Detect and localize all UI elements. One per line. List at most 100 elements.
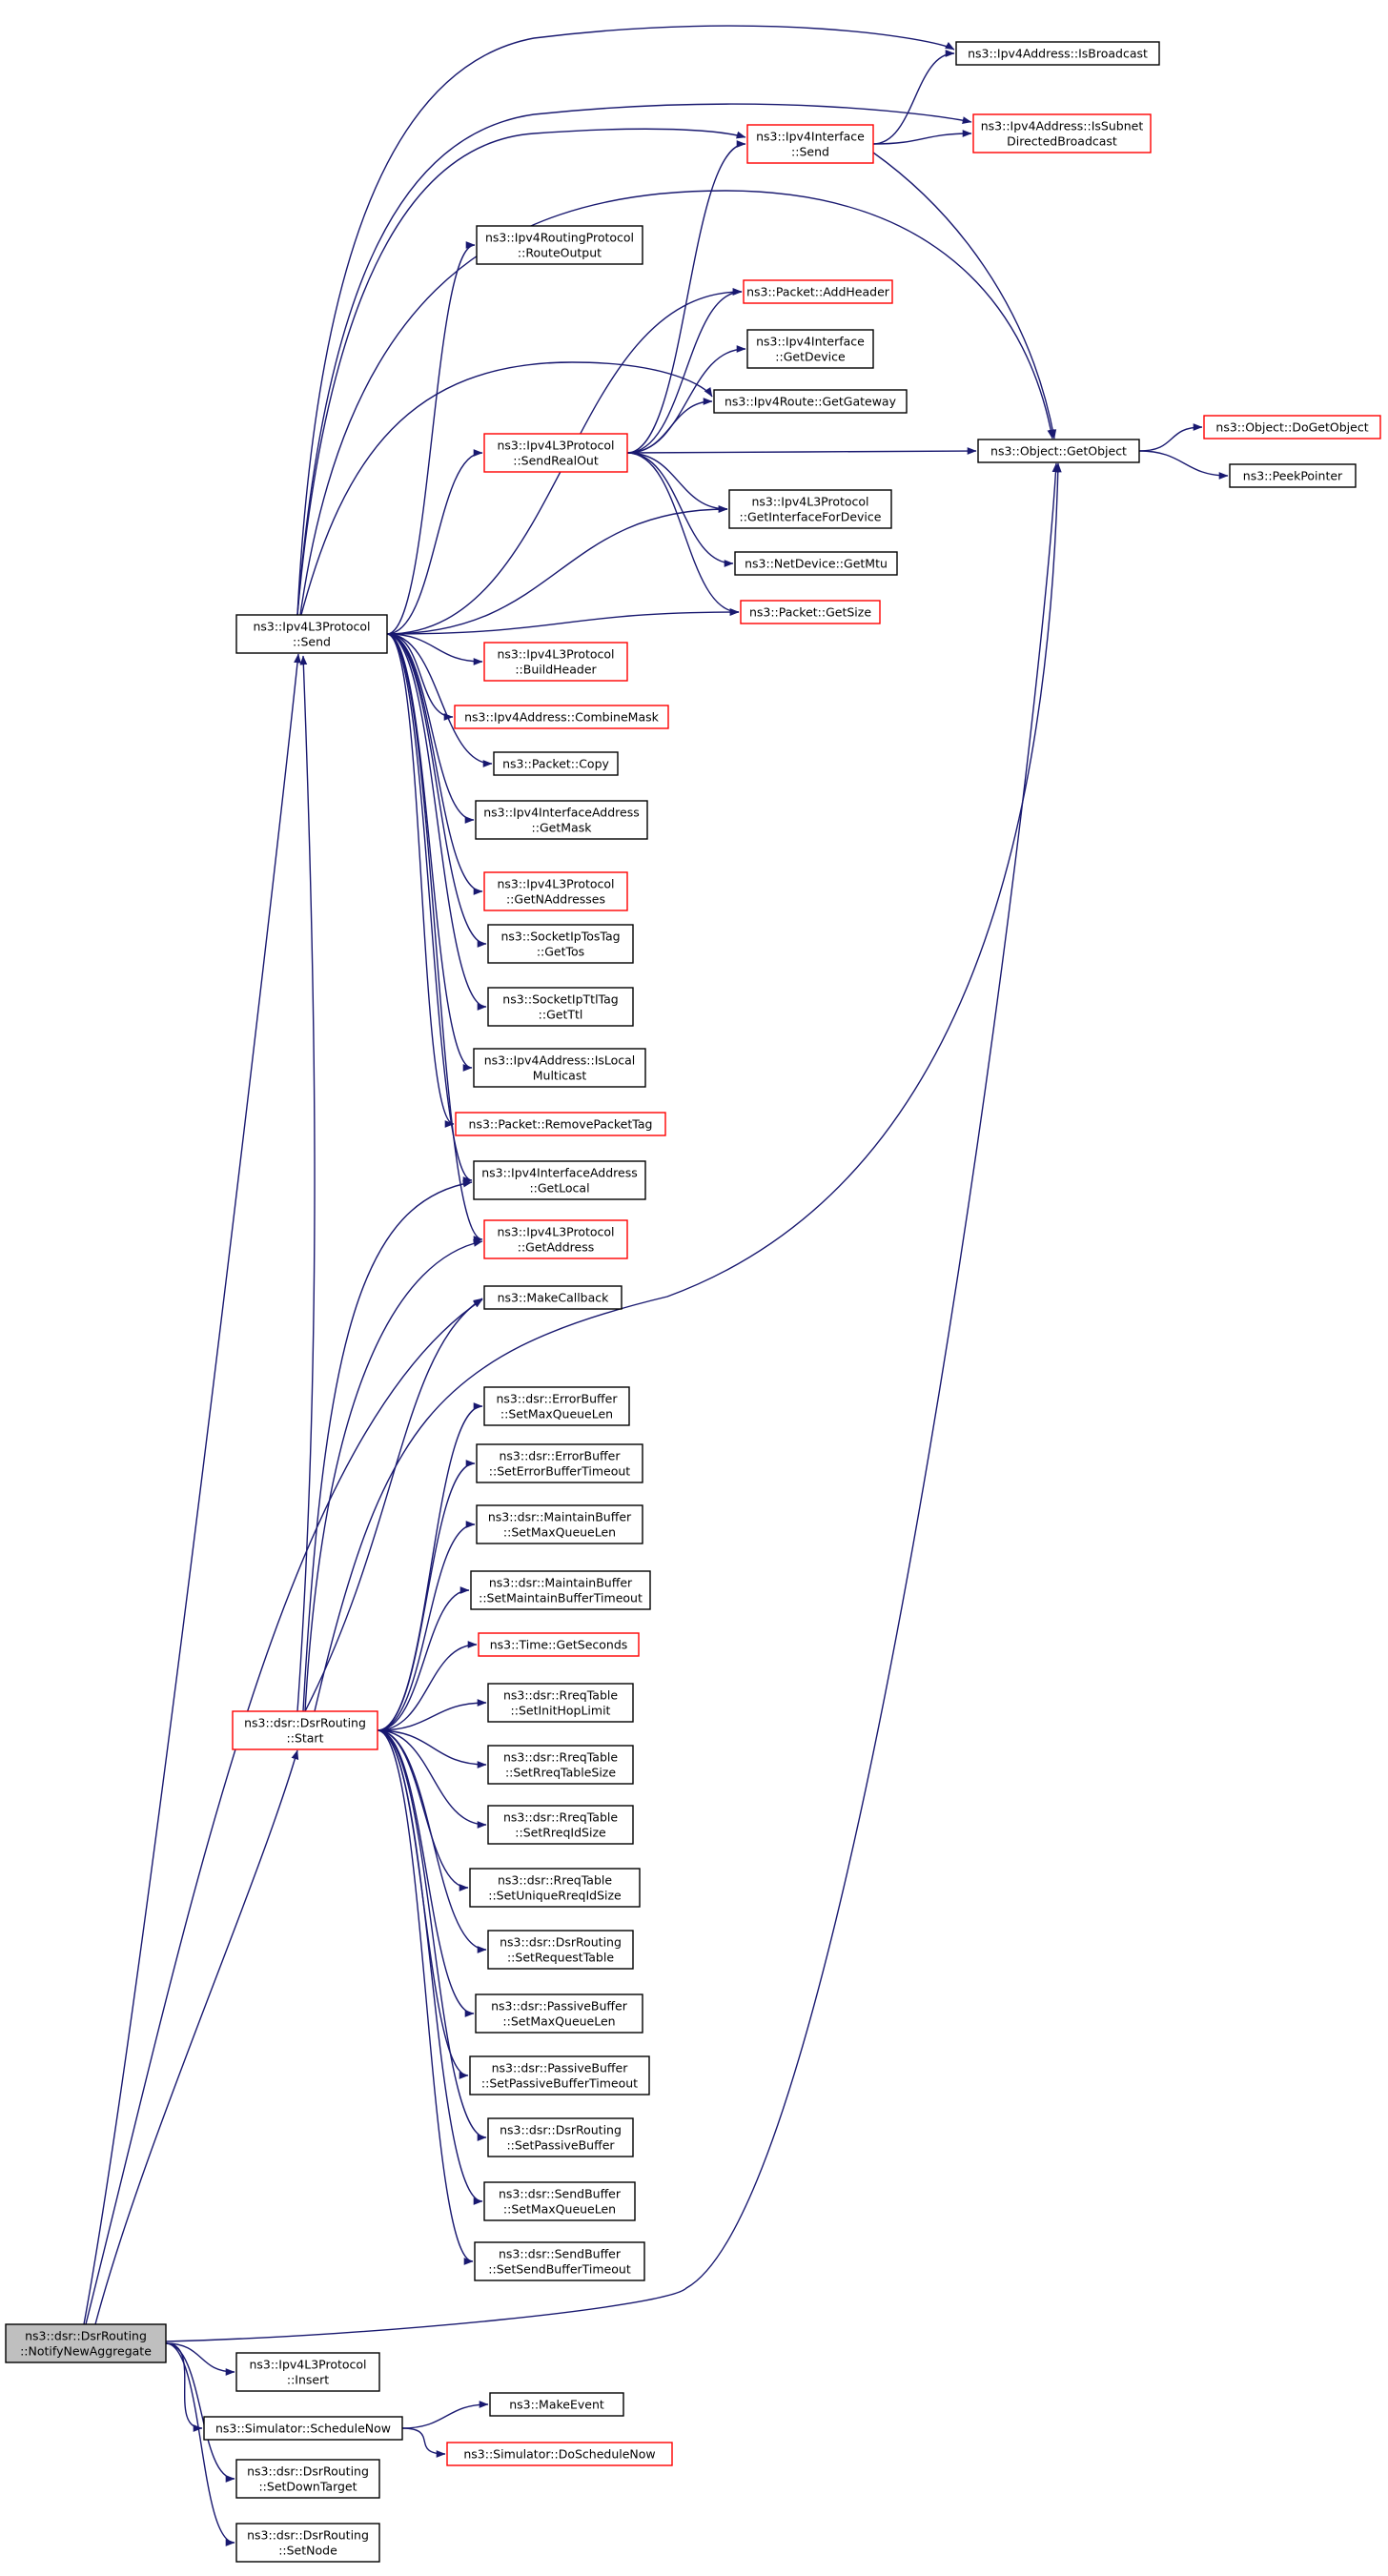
node-setdown[interactable]: ns3::dsr::DsrRouting::SetDownTarget — [235, 2459, 380, 2499]
node-getdevice[interactable]: ns3::Ipv4Interface::GetDevice — [746, 329, 874, 369]
node-getaddress[interactable]: ns3::Ipv4L3Protocol::GetAddress — [483, 1219, 628, 1259]
node-label: ns3::Ipv4L3Protocol — [497, 647, 614, 662]
node-addheader[interactable]: ns3::Packet::AddHeader — [743, 279, 893, 304]
node-label: ::SetNode — [278, 2544, 337, 2558]
node-ifsend[interactable]: ns3::Ipv4Interface::Send — [746, 124, 874, 164]
node-label: ns3::dsr::MaintainBuffer — [489, 1576, 633, 1590]
node-pktcopy[interactable]: ns3::Packet::Copy — [493, 751, 619, 776]
node-getobject[interactable]: ns3::Object::GetObject — [977, 439, 1140, 463]
edge-sendrealout-to-getmtu — [626, 452, 734, 567]
node-box — [483, 2181, 636, 2221]
node-setreqtable[interactable]: ns3::dsr::DsrRouting::SetRequestTable — [487, 1930, 634, 1970]
edge-dsrstart-to-pasmaxq — [377, 1729, 475, 2017]
edge-sendrealout-to-getsize — [626, 452, 740, 616]
edge-notify-to-setdown — [165, 2342, 235, 2483]
node-notify[interactable]: ns3::dsr::DsrRouting::NotifyNewAggregate — [5, 2323, 167, 2363]
node-routeout[interactable]: ns3::Ipv4RoutingProtocol::RouteOutput — [476, 225, 643, 265]
node-label: ns3::Ipv4Address::IsSubnet — [981, 119, 1144, 133]
node-box — [487, 1930, 634, 1970]
node-label: ns3::Object::GetObject — [990, 444, 1127, 459]
node-box — [454, 705, 669, 729]
node-peekpointer[interactable]: ns3::PeekPointer — [1229, 463, 1357, 488]
edge-dsrstart-to-mntmaxq — [377, 1521, 476, 1731]
node-mntmaxq[interactable]: ns3::dsr::MaintainBuffer::SetMaxQueueLen — [476, 1504, 643, 1544]
nodes-layer: ns3::dsr::DsrRouting::NotifyNewAggregate… — [5, 41, 1381, 2563]
node-makeevent[interactable]: ns3::MakeEvent — [489, 2392, 624, 2417]
node-rreqidsize[interactable]: ns3::dsr::RreqTable::SetRreqIdSize — [487, 1805, 634, 1845]
node-l3insert[interactable]: ns3::Ipv4L3Protocol::Insert — [235, 2352, 380, 2392]
node-label: ns3::dsr::RreqTable — [503, 1810, 618, 1825]
node-box — [473, 1160, 646, 1200]
node-l3send[interactable]: ns3::Ipv4L3Protocol::Send — [235, 614, 388, 654]
node-getttl[interactable]: ns3::SocketIpTtlTag::GetTtl — [487, 987, 634, 1027]
node-label: ns3::Packet::RemovePacketTag — [469, 1117, 653, 1132]
node-getgateway[interactable]: ns3::Ipv4Route::GetGateway — [713, 389, 908, 414]
node-box — [476, 225, 643, 265]
node-getmask[interactable]: ns3::Ipv4InterfaceAddress::GetMask — [475, 800, 648, 840]
node-gettos[interactable]: ns3::SocketIpTosTag::GetTos — [487, 924, 634, 964]
edge-dsrstart-to-errmaxq — [377, 1402, 483, 1731]
node-label: ::SetDownTarget — [258, 2480, 357, 2494]
node-rreqsize[interactable]: ns3::dsr::RreqTable::SetRreqTableSize — [487, 1745, 634, 1785]
node-errmaxq[interactable]: ns3::dsr::ErrorBuffer::SetMaxQueueLen — [483, 1386, 630, 1426]
node-dsrstart[interactable]: ns3::dsr::DsrRouting::Start — [232, 1710, 378, 1750]
node-getiffordev[interactable]: ns3::Ipv4L3Protocol::GetInterfaceForDevi… — [728, 489, 892, 529]
node-label: ns3::Ipv4Address::IsLocal — [484, 1053, 636, 1068]
node-removetag[interactable]: ns3::Packet::RemovePacketTag — [455, 1112, 666, 1136]
node-box — [489, 2392, 624, 2417]
node-pasmaxq[interactable]: ns3::dsr::PassiveBuffer::SetMaxQueueLen — [475, 1993, 643, 2034]
edge-schednow-to-makeevent — [401, 2401, 489, 2429]
node-pastimeout[interactable]: ns3::dsr::PassiveBuffer::SetPassiveBuffe… — [469, 2055, 650, 2096]
node-getlocal[interactable]: ns3::Ipv4InterfaceAddress::GetLocal — [473, 1160, 646, 1200]
node-label: ns3::Ipv4InterfaceAddress — [481, 1166, 638, 1180]
node-label: ns3::Ipv4Interface — [756, 130, 865, 144]
edge-schednow-to-doschednow — [401, 2427, 446, 2458]
node-box — [743, 279, 893, 304]
edge-dsrstart-to-makecallback — [304, 1298, 483, 1712]
node-getnaddr[interactable]: ns3::Ipv4L3Protocol::GetNAddresses — [483, 871, 628, 911]
edge-l3send-to-sendrealout — [386, 449, 483, 635]
node-box — [487, 1745, 634, 1785]
node-uniqueid[interactable]: ns3::dsr::RreqTable::SetUniqueRreqIdSize — [469, 1868, 641, 1908]
node-label: Multicast — [533, 1069, 587, 1083]
node-schednow[interactable]: ns3::Simulator::ScheduleNow — [203, 2416, 403, 2441]
node-label: ns3::Ipv4RoutingProtocol — [485, 231, 634, 245]
node-label: ns3::Ipv4L3Protocol — [751, 495, 868, 509]
node-label: ::SetInitHopLimit — [511, 1704, 611, 1718]
node-label: ::SetRequestTable — [507, 1951, 614, 1965]
node-label: ::SetRreqTableSize — [505, 1766, 616, 1780]
node-box — [493, 751, 619, 776]
node-box — [235, 2523, 380, 2563]
node-isbroadcast[interactable]: ns3::Ipv4Address::IsBroadcast — [955, 41, 1160, 66]
node-label: ns3::dsr::DsrRouting — [25, 2329, 147, 2343]
node-setnode[interactable]: ns3::dsr::DsrRouting::SetNode — [235, 2523, 380, 2563]
node-box — [746, 124, 874, 164]
node-label: ns3::Ipv4Route::GetGateway — [725, 395, 897, 409]
node-label: ns3::Ipv4L3Protocol — [497, 1225, 614, 1239]
node-label: ns3::dsr::DsrRouting — [500, 1935, 622, 1950]
node-getmtu[interactable]: ns3::NetDevice::GetMtu — [734, 551, 898, 576]
node-label: ns3::MakeCallback — [498, 1291, 610, 1305]
node-sendtimeout[interactable]: ns3::dsr::SendBuffer::SetSendBufferTimeo… — [474, 2241, 645, 2281]
node-label: ns3::Time::GetSeconds — [490, 1638, 628, 1652]
node-makecallback[interactable]: ns3::MakeCallback — [483, 1285, 623, 1310]
node-box — [235, 2352, 380, 2392]
node-inithop[interactable]: ns3::dsr::RreqTable::SetInitHopLimit — [487, 1683, 634, 1723]
node-sendrealout[interactable]: ns3::Ipv4L3Protocol::SendRealOut — [483, 433, 628, 473]
node-issubnet[interactable]: ns3::Ipv4Address::IsSubnetDirectedBroadc… — [972, 113, 1152, 153]
node-getsize[interactable]: ns3::Packet::GetSize — [740, 600, 881, 624]
edge-dsrstart-to-getaddress — [304, 1239, 483, 1712]
edge-l3send-to-buildheader — [386, 633, 483, 665]
node-setpassive[interactable]: ns3::dsr::DsrRouting::SetPassiveBuffer — [487, 2117, 634, 2157]
node-getseconds[interactable]: ns3::Time::GetSeconds — [478, 1632, 640, 1657]
node-mnttimeout[interactable]: ns3::dsr::MaintainBuffer::SetMaintainBuf… — [470, 1570, 651, 1610]
node-doschednow[interactable]: ns3::Simulator::DoScheduleNow — [446, 2442, 673, 2466]
node-sendmaxq[interactable]: ns3::dsr::SendBuffer::SetMaxQueueLen — [483, 2181, 636, 2221]
node-buildheader[interactable]: ns3::Ipv4L3Protocol::BuildHeader — [483, 642, 628, 682]
node-dogetobject[interactable]: ns3::Object::DoGetObject — [1203, 415, 1381, 440]
node-label: ns3::Ipv4Interface — [756, 335, 865, 349]
node-label: ::SetErrorBufferTimeout — [489, 1464, 631, 1479]
node-combinemask[interactable]: ns3::Ipv4Address::CombineMask — [454, 705, 669, 729]
node-errtimeout[interactable]: ns3::dsr::ErrorBuffer::SetErrorBufferTim… — [476, 1443, 643, 1483]
